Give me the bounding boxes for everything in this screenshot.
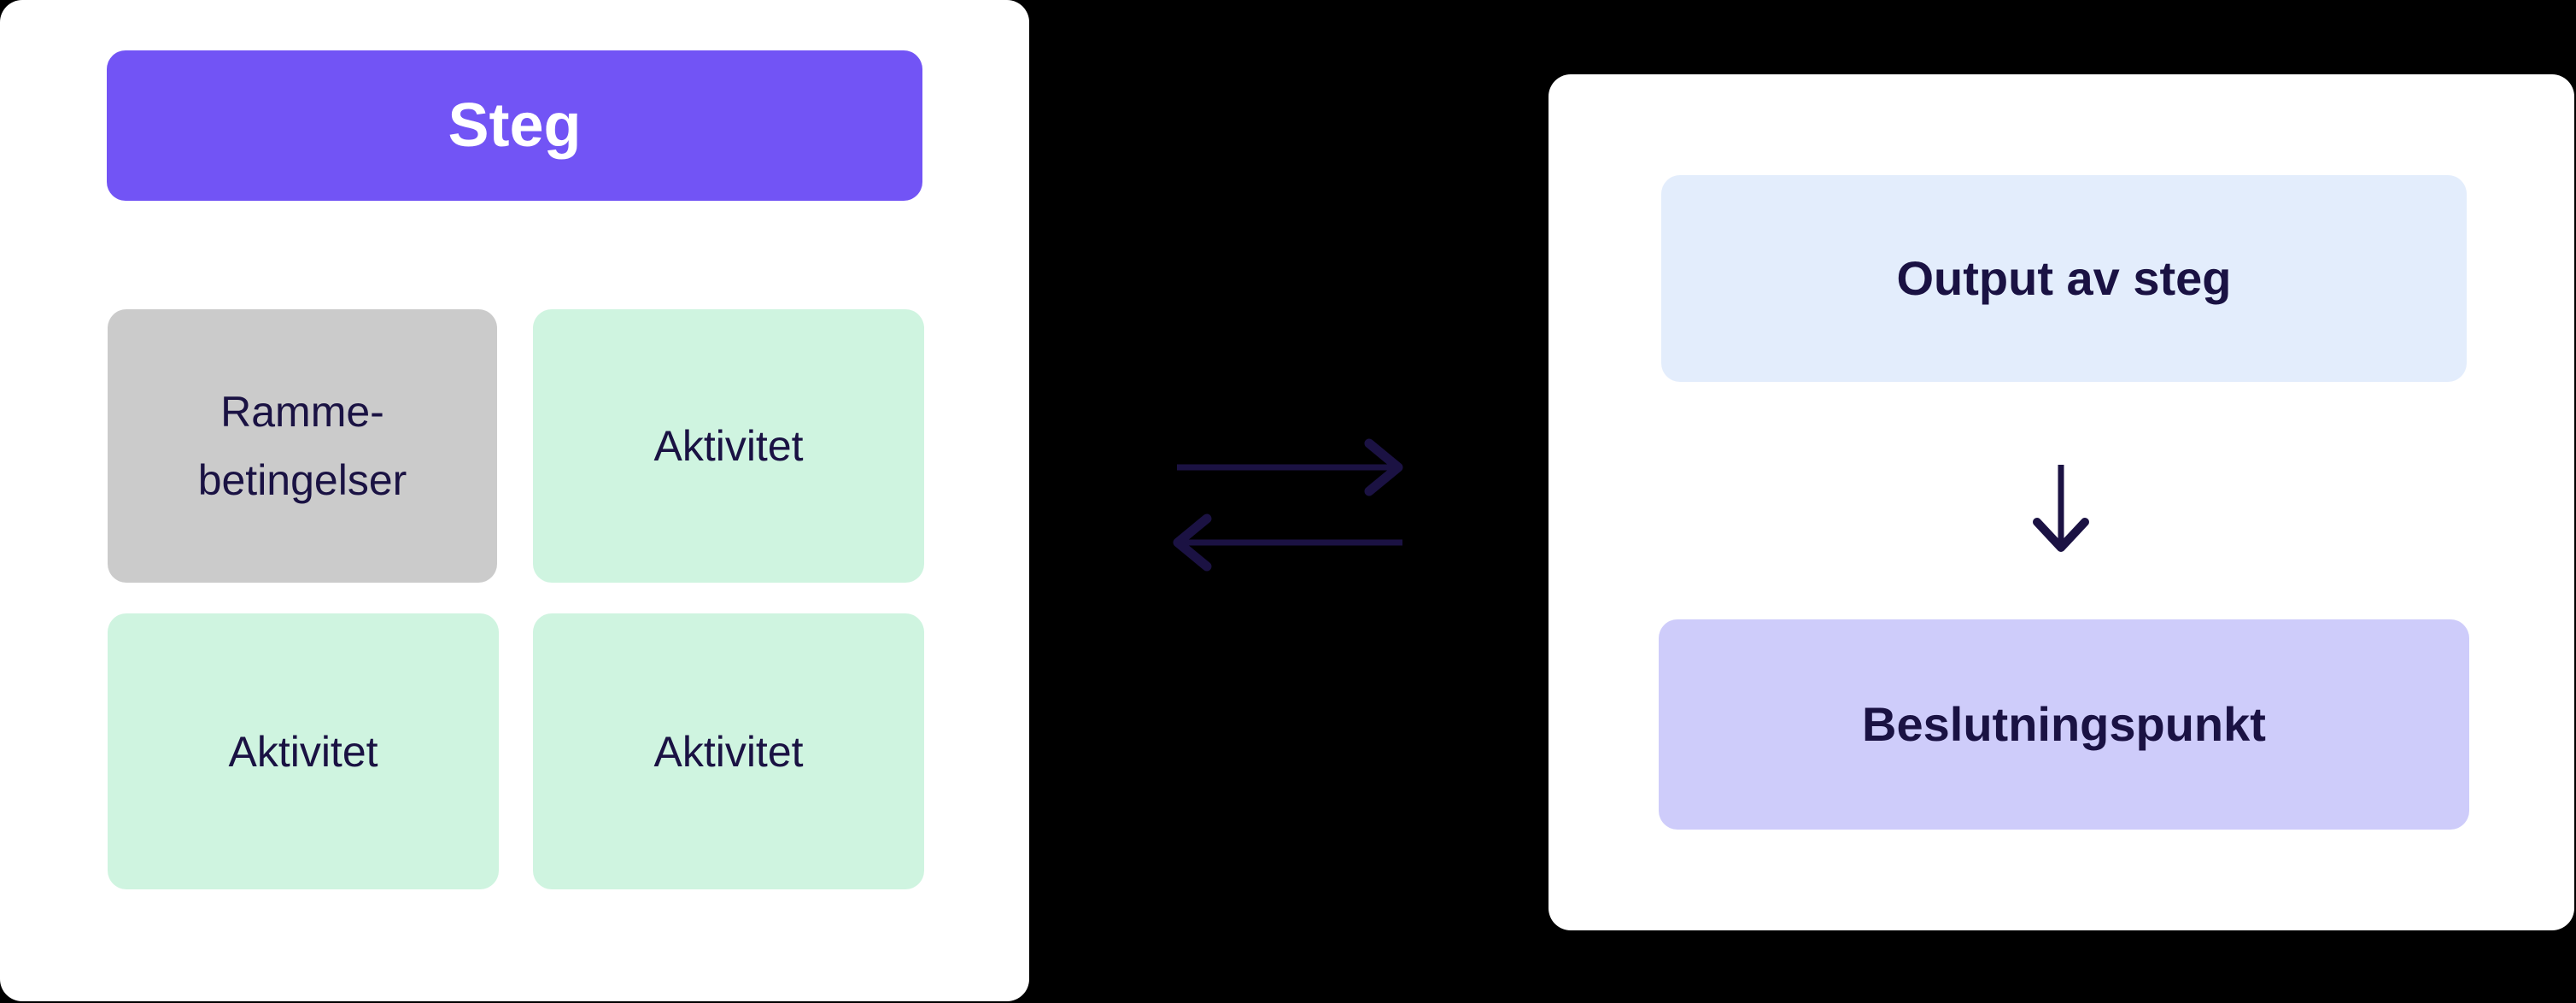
box-output-av-steg: Output av steg xyxy=(1661,175,2467,382)
box-beslutningspunkt-label: Beslutningspunkt xyxy=(1862,697,2266,751)
output-card: Output av steg Beslutningspunkt xyxy=(1549,74,2574,930)
box-aktivitet-2-label: Aktivitet xyxy=(228,727,378,776)
box-aktivitet-1-label: Aktivitet xyxy=(653,422,804,470)
arrow-right-icon xyxy=(1177,438,1403,496)
box-aktivitet-3: Aktivitet xyxy=(533,613,924,889)
step-header: Steg xyxy=(107,50,922,201)
step-header-label: Steg xyxy=(448,91,582,160)
flow-arrows-svg xyxy=(1173,438,1403,572)
box-output-av-steg-label: Output av steg xyxy=(1896,251,2232,305)
box-beslutningspunkt: Beslutningspunkt xyxy=(1659,619,2469,830)
box-aktivitet-1: Aktivitet xyxy=(533,309,924,583)
flow-arrows xyxy=(1145,427,1435,589)
arrow-down-svg xyxy=(2033,465,2089,552)
arrow-down-icon xyxy=(2030,460,2092,555)
box-aktivitet-2: Aktivitet xyxy=(108,613,499,889)
box-rammebetingelser: Ramme- betingelser xyxy=(108,309,497,583)
box-rammebetingelser-label: Ramme- betingelser xyxy=(197,388,407,504)
step-card: Steg Ramme- betingelser Aktivitet Aktivi… xyxy=(0,0,1029,1001)
arrow-left-icon xyxy=(1173,513,1402,572)
box-aktivitet-3-label: Aktivitet xyxy=(653,727,804,776)
